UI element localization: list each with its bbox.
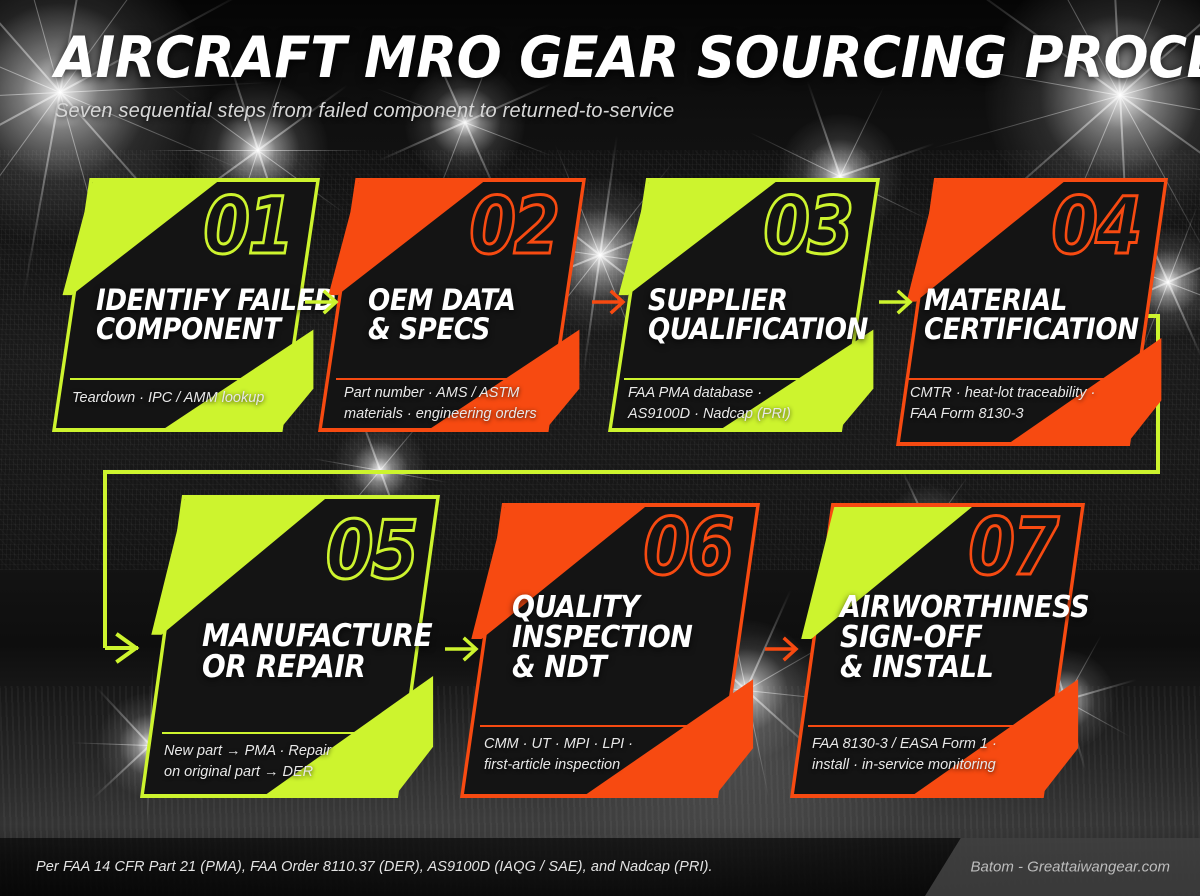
card-description: Part number · AMS / ASTM materials · eng…	[344, 385, 537, 422]
card-title-line: & INSTALL	[840, 650, 994, 685]
arrow-step3-to-step4	[879, 289, 913, 315]
brand-label: Batom - Greattaiwangear.com	[970, 858, 1170, 876]
card-divider	[70, 378, 300, 380]
card-title-line: OR REPAIR	[202, 649, 366, 685]
card-description: FAA 8130-3 / EASA Form 1 · install · in-…	[812, 736, 997, 773]
card-divider	[808, 725, 1058, 727]
card-title-line: SUPPLIER	[648, 283, 788, 317]
card-step-number: 03	[763, 182, 856, 272]
card-step-number: 06	[643, 503, 736, 593]
card-title-line: CERTIFICATION	[924, 312, 1139, 346]
card-divider	[906, 378, 1138, 380]
card-title-line: & SPECS	[368, 312, 491, 346]
card-title-line: QUALIFICATION	[648, 312, 869, 346]
arrow-step2-to-step3	[592, 289, 626, 315]
card-title-line: SIGN-OFF	[840, 620, 983, 655]
card-title-line: & NDT	[512, 650, 607, 685]
card-divider	[162, 732, 414, 734]
card-description: New part → PMA · Repair on original part…	[164, 743, 332, 780]
card-title-line: INSPECTION	[512, 620, 693, 655]
card-step-number: 05	[324, 504, 420, 597]
page-title: AIRCRAFT MRO GEAR SOURCING PROCESS	[55, 25, 1200, 91]
card-title-line: COMPONENT	[96, 312, 281, 346]
card-title-line: QUALITY	[512, 590, 640, 625]
card-step-number: 04	[1051, 182, 1144, 272]
card-divider	[624, 378, 856, 380]
card-step-number: 01	[203, 182, 296, 272]
brand-tag	[925, 838, 1200, 896]
card-title-line: MANUFACTURE	[202, 618, 433, 654]
card-divider	[480, 725, 732, 727]
card-title-line: AIRWORTHINESS	[840, 590, 1090, 625]
card-description: CMTR · heat-lot traceability · FAA Form …	[910, 385, 1096, 422]
card-title-line: IDENTIFY FAILED	[96, 283, 336, 317]
page-subtitle: Seven sequential steps from failed compo…	[55, 100, 675, 122]
card-title-line: MATERIAL	[924, 283, 1068, 317]
header: AIRCRAFT MRO GEAR SOURCING PROCESS Seven…	[55, 25, 1200, 123]
arrow-step5-to-step6	[445, 636, 479, 662]
card-description: FAA PMA database · AS9100D · Nadcap (PRI…	[628, 385, 791, 422]
card-title: OEM DATA& SPECS	[368, 286, 516, 344]
card-description: Teardown · IPC / AMM lookup	[72, 390, 265, 406]
card-step-number: 02	[469, 182, 562, 272]
card-title-line: OEM DATA	[368, 283, 516, 317]
footer: Per FAA 14 CFR Part 21 (PMA), FAA Order …	[0, 838, 1200, 896]
card-description: CMM · UT · MPI · LPI · first-article ins…	[484, 736, 634, 773]
card-divider	[336, 378, 566, 380]
arrow-step6-to-step7	[765, 636, 799, 662]
card-step-number: 07	[968, 503, 1061, 593]
footer-note: Per FAA 14 CFR Part 21 (PMA), FAA Order …	[36, 859, 713, 875]
arrow-step1-to-step2	[305, 289, 339, 315]
